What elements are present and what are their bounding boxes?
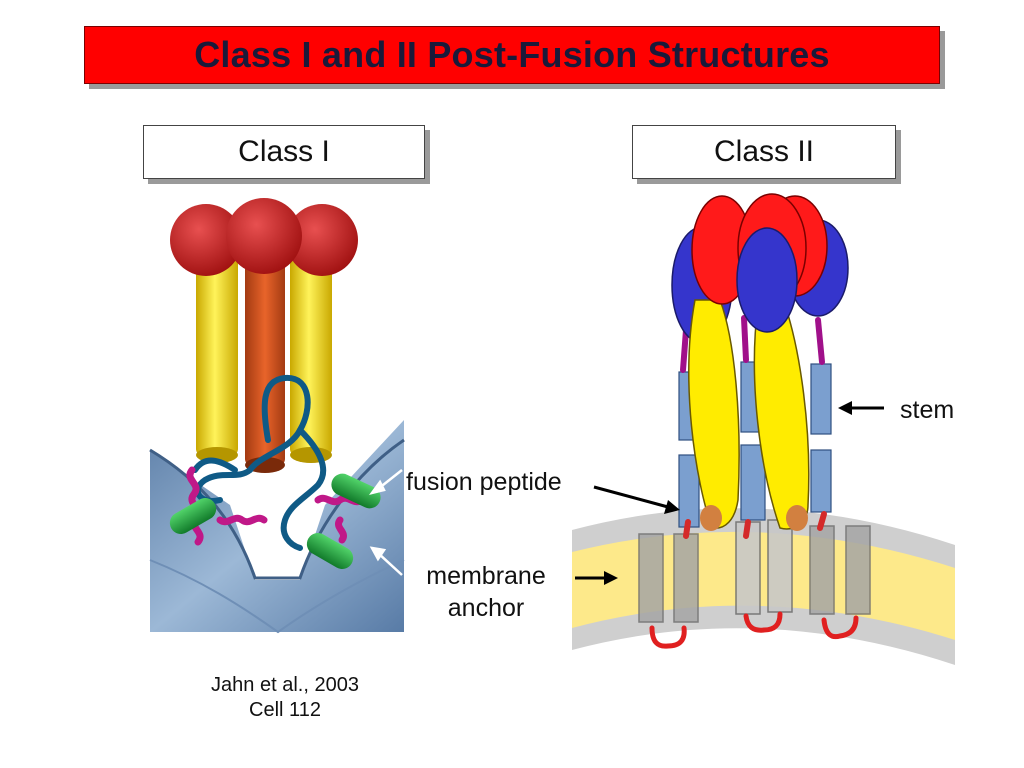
membrane-anchor-line1: membrane (426, 562, 546, 590)
class-1-fusion-peptides (169, 473, 381, 569)
slide-title: Class I and II Post-Fusion Structures (194, 34, 830, 75)
membrane-anchor-label: membrane anchor (410, 560, 562, 624)
class-2-linkers (680, 315, 825, 373)
class-2-front-domain (736, 227, 798, 333)
citation-journal: Cell 112 (249, 699, 321, 721)
arrow-right-icon (593, 485, 680, 514)
class-1-label: Class I (143, 125, 425, 179)
class-1-heads (170, 198, 358, 276)
stem-label: stem (900, 396, 955, 424)
class-2-membrane-anchors (638, 519, 871, 623)
class-2-label: Class II (632, 125, 896, 179)
class-2-fusion-loops (683, 511, 827, 539)
slide-title-bar: Class I and II Post-Fusion Structures (84, 26, 940, 84)
class-2-anchor-loops (649, 611, 859, 649)
class-2-fusion-tips (700, 505, 808, 531)
citation: Jahn et al., 2003 Cell 112 (185, 673, 385, 723)
arrow-left-icon (838, 401, 884, 415)
membrane-anchor-line2: anchor (447, 594, 525, 622)
class-2-membrane (572, 508, 955, 665)
class-1-pointer-arrows (368, 469, 403, 576)
membrane-arrow-icon (575, 571, 618, 585)
fusion-peptide-label: fusion peptide (406, 468, 562, 496)
citation-authors: Jahn et al., 2003 (211, 674, 359, 696)
